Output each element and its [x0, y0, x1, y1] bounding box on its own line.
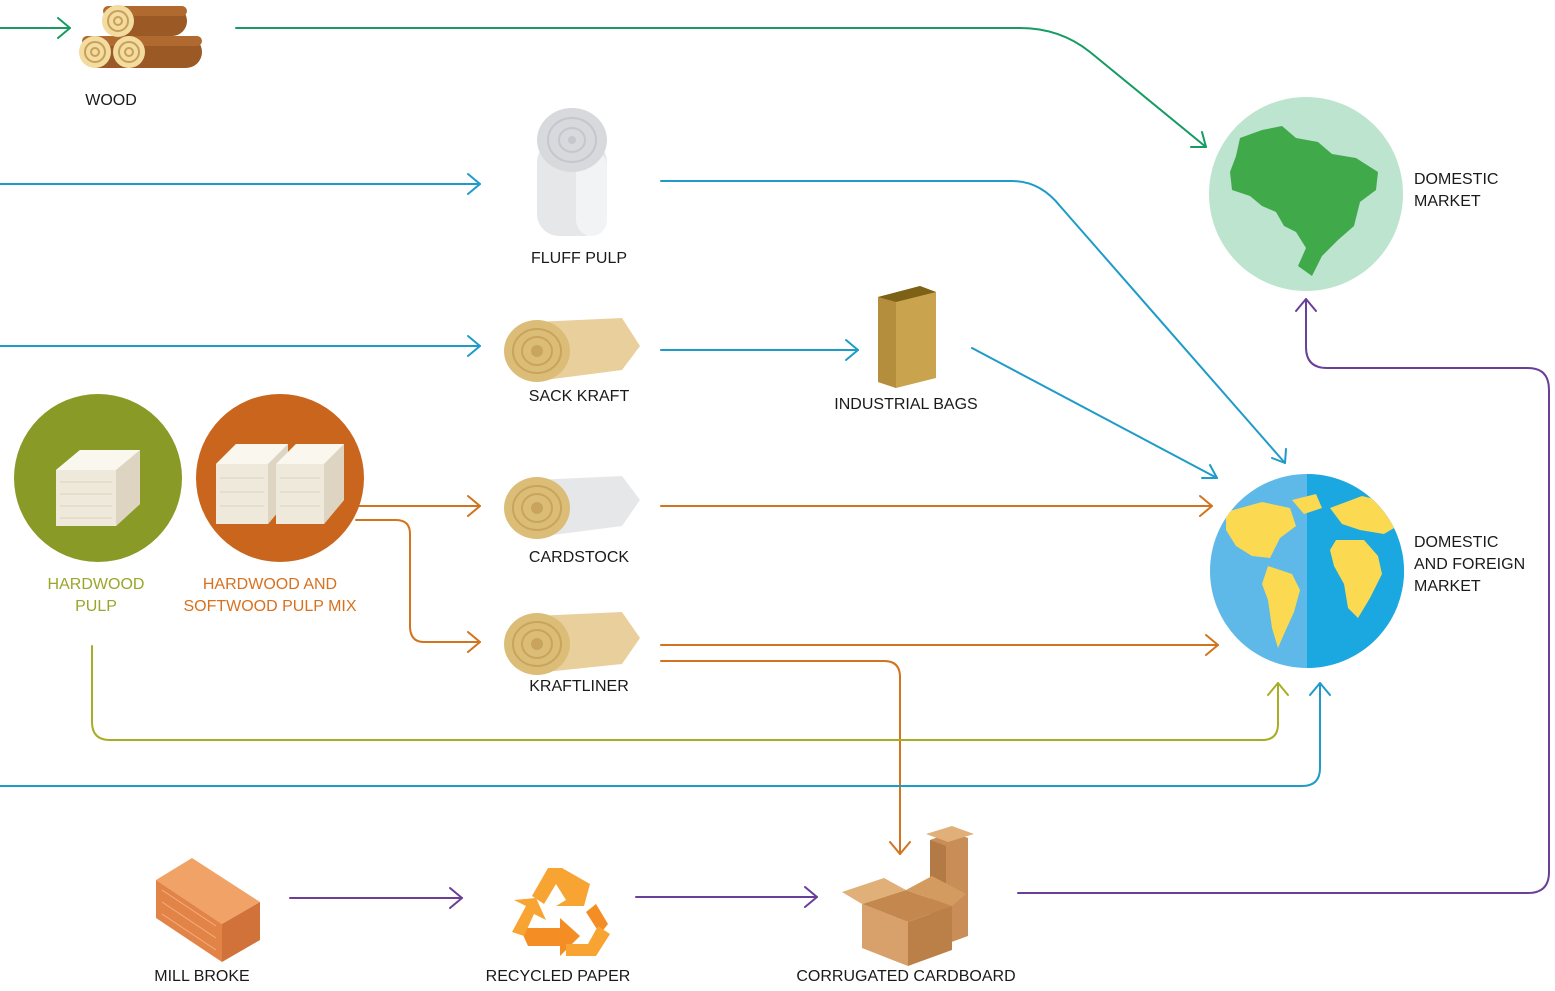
paper-bag-icon [878, 286, 936, 388]
flow-pulp-to-fluff-pulp [0, 173, 481, 195]
sack-kraft-label: SACK KRAFT [528, 388, 630, 405]
flow-cardstock-to-global-market [660, 495, 1213, 517]
pulp-mix-label-line-1: HARDWOOD AND [202, 576, 338, 593]
fluff-pulp-label: FLUFF PULP [530, 250, 628, 267]
pulp-mix-label: HARDWOOD AND SOFTWOOD PULP MIX [183, 574, 356, 618]
domestic-market-label-line-2: MARKET [1414, 193, 1481, 210]
brazil-map-icon [1209, 97, 1403, 291]
flow-mix-to-kraftliner [355, 519, 481, 653]
flow-corrugated-cardboard-to-domestic-market [1017, 298, 1550, 894]
hardwood-pulp-label-line-1: HARDWOOD [47, 576, 145, 593]
recycle-icon [512, 868, 610, 956]
flow-mix-to-cardstock [355, 495, 481, 517]
flow-wood-in [0, 17, 71, 39]
logs-icon [79, 5, 202, 68]
cardboard-boxes-icon [842, 826, 974, 966]
globe-icon [1210, 474, 1404, 668]
global-market-label-line-1: DOMESTIC [1414, 534, 1499, 551]
kraftliner-roll-icon [504, 612, 640, 675]
domestic-market-label: DOMESTIC MARKET [1414, 169, 1498, 213]
flow-recycled-paper-to-corrugated-cardboard [635, 886, 818, 908]
paper-stack-icon [156, 858, 260, 962]
flow-pulp-to-sack-kraft [0, 335, 481, 357]
cardstock-label: CARDSTOCK [528, 549, 630, 566]
corrugated-cardboard-label: CORRUGATED CARDBOARD [796, 968, 1016, 985]
pulp-mix-label-line-2: SOFTWOOD PULP MIX [183, 598, 357, 615]
global-market-label-line-2: AND FOREIGN [1414, 556, 1526, 573]
pulp-bales-icon [196, 394, 364, 562]
domestic-market-label-line-1: DOMESTIC [1414, 171, 1499, 188]
global-market-label: DOMESTIC AND FOREIGN MARKET [1414, 532, 1525, 598]
flow-fluff-pulp-to-global-market [660, 180, 1287, 464]
kraft-roll-icon [504, 318, 640, 382]
kraftliner-label: KRAFTLINER [529, 678, 629, 695]
mill-broke-label: MILL BROKE [154, 968, 250, 985]
flow-mill-broke-to-recycled-paper [289, 887, 463, 909]
industrial-bags-label: INDUSTRIAL BAGS [834, 396, 978, 413]
flow-kraftliner-to-corrugated-cardboard [660, 660, 911, 855]
wood-label: WOOD [85, 92, 137, 109]
flow-kraftliner-to-global-market [660, 634, 1219, 656]
flow-sack-kraft-to-industrial-bags [660, 339, 859, 361]
hardwood-pulp-label-line-2: PULP [75, 598, 117, 615]
flow-pulp-bottom-to-global-market [0, 682, 1331, 787]
global-market-label-line-3: MARKET [1414, 578, 1481, 595]
hardwood-pulp-label: HARDWOOD PULP [48, 574, 145, 618]
flow-industrial-bags-to-global-market [971, 347, 1218, 479]
cardstock-roll-icon [504, 476, 640, 539]
flow-wood-to-domestic-market [235, 27, 1207, 148]
pulp-bale-icon [14, 394, 182, 562]
pulp-roll-icon [537, 108, 607, 236]
flow-hardwood-pulp-to-global-market [91, 645, 1289, 741]
recycled-paper-label: RECYCLED PAPER [485, 968, 631, 985]
